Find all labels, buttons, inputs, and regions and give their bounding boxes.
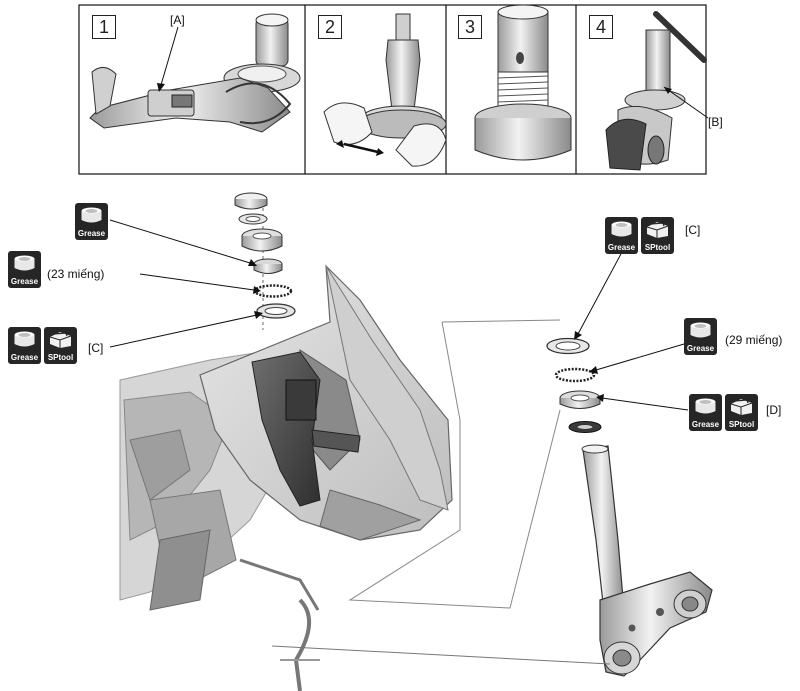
steering-stem <box>271 444 713 677</box>
special-tool-icon: SPtool <box>641 217 674 254</box>
motorcycle-front-body <box>119 264 453 691</box>
right-ball-count-label: (29 miếng) <box>725 333 783 347</box>
grease-icon: Grease <box>8 327 41 364</box>
grease-icon-label: Grease <box>691 420 720 429</box>
special-tool-icon: SPtool <box>725 394 758 431</box>
step-number-2: 2 <box>318 15 342 39</box>
step-number-1: 1 <box>92 15 116 39</box>
callout-b: [B] <box>708 115 723 129</box>
leader-arrows <box>109 219 689 411</box>
grease-icon-label: Grease <box>10 353 39 362</box>
grease-icon-label: Grease <box>607 243 636 252</box>
grease-icon-label: Grease <box>10 277 39 286</box>
step-3-illustration <box>474 4 572 161</box>
grease-icon: Grease <box>689 394 722 431</box>
callout-a: [A] <box>170 13 185 27</box>
right-callout-d: [D] <box>766 403 782 417</box>
grease-icon-label: Grease <box>686 344 715 353</box>
right-exploded-bearing-stack <box>546 337 602 433</box>
step-1-illustration <box>89 13 301 133</box>
step-4-illustration <box>605 11 709 171</box>
left-callout-c: [C] <box>88 341 104 355</box>
special-tool-icon-label: SPtool <box>728 420 755 429</box>
special-tool-icon-label: SPtool <box>644 243 671 252</box>
step-number-4: 4 <box>589 15 613 39</box>
grease-icon: Grease <box>605 217 638 254</box>
special-tool-icon-label: SPtool <box>47 353 74 362</box>
step-2-illustration <box>323 13 447 167</box>
left-ball-count-label: (23 miếng) <box>47 267 105 281</box>
grease-icon: Grease <box>684 318 717 355</box>
left-exploded-bearing-stack <box>234 192 296 330</box>
right-callout-c: [C] <box>685 223 701 237</box>
grease-icon: Grease <box>8 251 41 288</box>
special-tool-icon: SPtool <box>44 327 77 364</box>
grease-icon: Grease <box>75 203 108 240</box>
step-number-3: 3 <box>458 15 482 39</box>
grease-icon-label: Grease <box>77 229 106 238</box>
